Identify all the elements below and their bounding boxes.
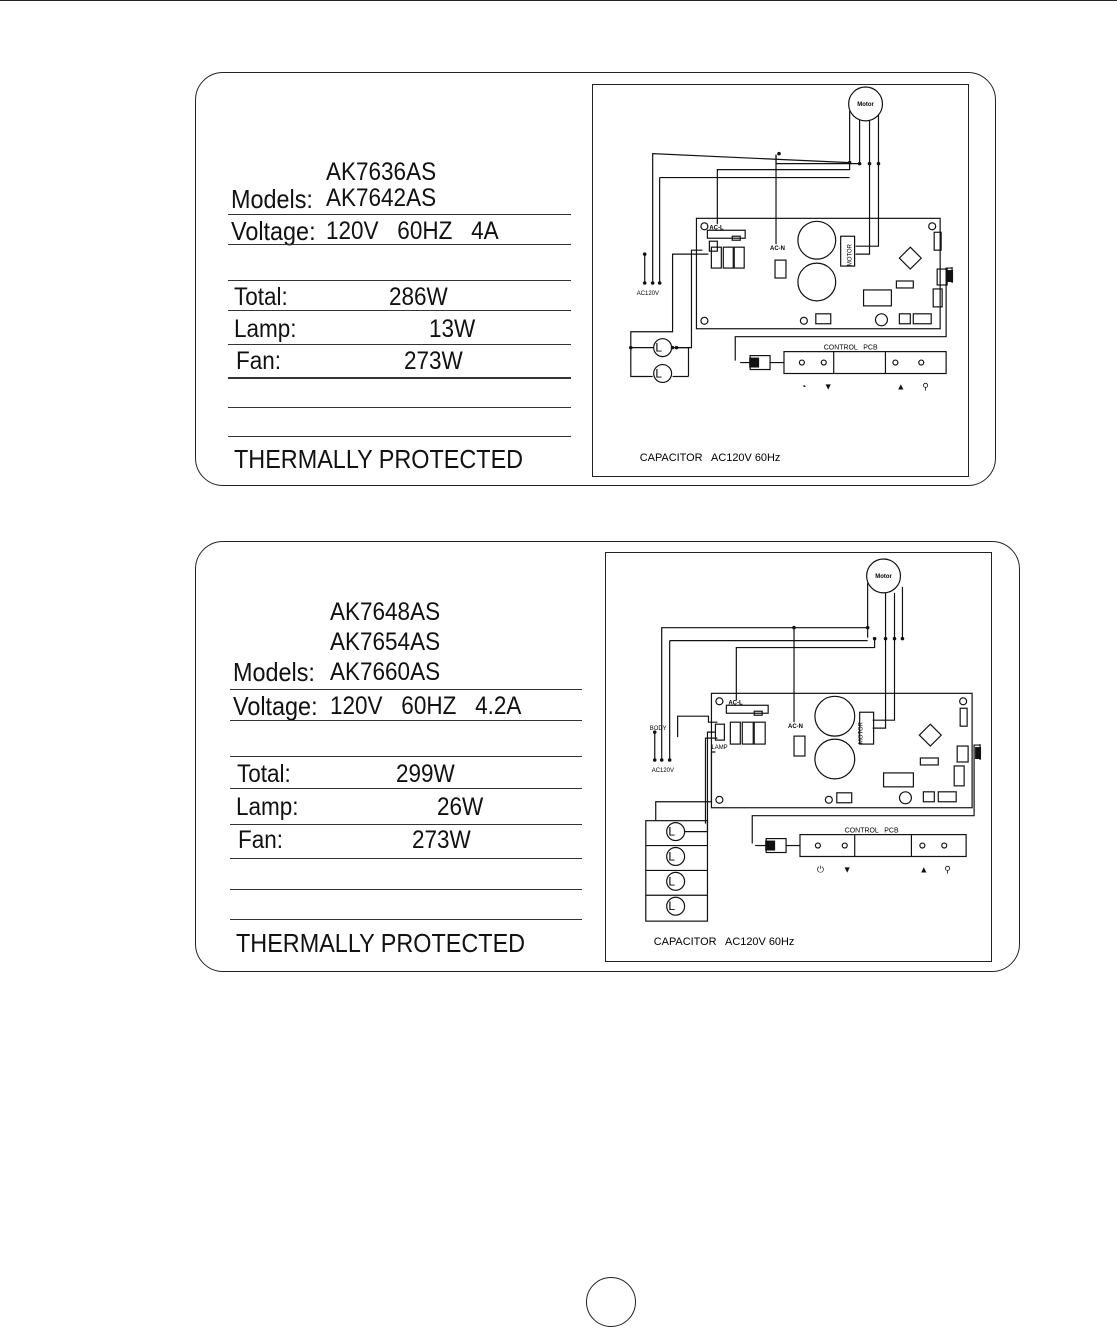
row-divider [228, 214, 571, 215]
lamp-heading: Lamp: [234, 315, 297, 343]
lamp-heading: Lamp: [236, 793, 299, 821]
acl-terminal-label: AC-L [728, 700, 743, 706]
fan-heading: Fan: [238, 826, 284, 854]
total-value: 299W [396, 760, 455, 788]
down-arrow-icon: ▼ [843, 864, 852, 874]
up-arrow-icon: ▲ [896, 381, 905, 391]
model-number: AK7660AS [330, 658, 441, 686]
row-divider [228, 344, 571, 345]
wiring-diagram: Motor AC-L AC-N BODY AC120V LAMP MOTOR L… [605, 552, 992, 962]
lamp-symbol-label: L [655, 366, 662, 380]
row-divider [230, 919, 582, 920]
lamp-symbol-label: L [668, 899, 675, 913]
power-icon: ⏻ [817, 864, 824, 874]
fan-heading: Fan: [236, 347, 282, 375]
voltage-value: 120V 60HZ 4A [326, 217, 499, 245]
main-pcb-outline [695, 217, 941, 330]
lamp-symbol-label: L [668, 825, 675, 839]
lamp-symbol-label: L [668, 849, 675, 863]
row-divider [230, 689, 582, 690]
row-divider [230, 756, 582, 757]
acn-terminal-label: AC-N [770, 246, 785, 252]
row-divider [228, 377, 571, 379]
light-bulb-icon: ⚲ [922, 381, 929, 391]
voltage-value: 120V 60HZ 4.2A [330, 692, 522, 720]
motor-label: Motor [857, 102, 874, 108]
lamp-symbol [666, 822, 686, 842]
acn-terminal-label: AC-N [788, 724, 803, 730]
lamp-value: 26W [437, 793, 484, 821]
row-divider [230, 889, 582, 890]
row-divider [228, 280, 571, 281]
thermal-protection-notice: THERMALLY PROTECTED [236, 928, 526, 958]
fan-value: 273W [404, 347, 463, 375]
wiring-schematic: Motor AC-L AC-N AC120V MOTOR L L CONTROL… [629, 86, 954, 464]
row-divider [228, 436, 571, 437]
model-number: AK7642AS [326, 184, 437, 212]
row-divider [228, 310, 571, 311]
body-label: BODY [650, 726, 667, 732]
row-divider [228, 244, 571, 245]
motor-connector-label: MOTOR [848, 243, 854, 266]
total-value: 286W [389, 283, 448, 311]
motor-symbol [866, 558, 902, 594]
relay-component [797, 262, 837, 302]
rating-label-2: AK7648AS AK7654AS Models: AK7660AS Volta… [195, 541, 1020, 972]
up-arrow-icon: ▲ [919, 864, 928, 874]
motor-connector-label: MOTOR [859, 721, 865, 744]
page-top-rule [0, 0, 1117, 1]
model-number: AK7636AS [326, 158, 437, 186]
control-pcb [783, 351, 947, 375]
relay-component [814, 695, 856, 737]
row-divider [230, 788, 582, 789]
rating-label-1: AK7636AS Models: AK7642AS Voltage: 120V … [195, 72, 996, 486]
lamp-symbol-label: L [655, 341, 662, 355]
acl-terminal-label: AC-L [709, 225, 724, 231]
models-heading: Models: [233, 657, 315, 687]
row-divider [228, 407, 571, 408]
wiring-schematic: Motor AC-L AC-N BODY AC120V LAMP MOTOR L… [645, 558, 982, 948]
motor-symbol [848, 86, 884, 122]
total-heading: Total: [237, 760, 291, 788]
thermal-protection-notice: THERMALLY PROTECTED [234, 444, 524, 474]
motor-label: Motor [875, 574, 892, 580]
wiring-diagram: Motor AC-L AC-N AC120V MOTOR L L CONTROL… [592, 84, 969, 477]
control-pcb-label: CONTROL PCB [824, 345, 878, 352]
voltage-heading: Voltage: [233, 691, 318, 721]
down-arrow-icon: ▼ [824, 381, 833, 391]
model-number: AK7654AS [330, 628, 441, 656]
lamp-symbol [666, 846, 686, 867]
model-number: AK7648AS [330, 598, 441, 626]
voltage-heading: Voltage: [231, 216, 316, 246]
main-pcb-outline [710, 692, 973, 809]
supply-label: AC120V [652, 768, 674, 774]
lamp-symbol [666, 896, 686, 916]
capacitor-note: CAPACITOR AC120V 60Hz [654, 936, 795, 948]
page-number-marker [586, 1277, 636, 1327]
row-divider [230, 720, 582, 721]
row-divider [230, 824, 582, 825]
capacitor-note: CAPACITOR AC120V 60Hz [640, 452, 781, 464]
relay-component [797, 220, 837, 260]
lamp-connector-label: LAMP [711, 745, 727, 751]
power-icon: ◔ [801, 381, 806, 391]
light-bulb-icon: ⚲ [944, 864, 951, 874]
lamp-symbol [653, 363, 673, 384]
relay-component [814, 738, 856, 780]
control-pcb-label: CONTROL PCB [845, 828, 899, 835]
row-divider [230, 858, 582, 859]
lamp-symbol [666, 871, 686, 891]
lamp-symbol-label: L [668, 874, 675, 888]
supply-label: AC120V [637, 291, 659, 297]
total-heading: Total: [234, 283, 288, 311]
fan-value: 273W [412, 826, 471, 854]
models-heading: Models: [231, 184, 313, 214]
lamp-value: 13W [429, 315, 476, 343]
